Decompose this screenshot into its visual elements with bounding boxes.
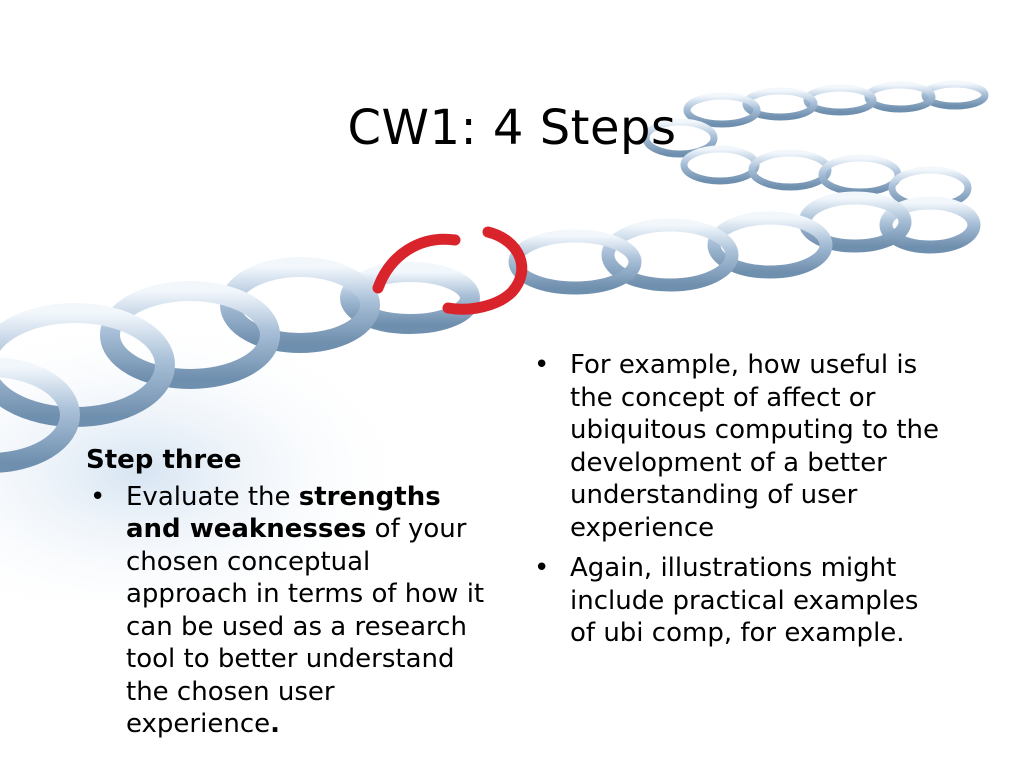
list-item: • For example, how useful is the concept… (530, 349, 950, 544)
bullet-text: Again, illustrations might include pract… (570, 553, 919, 648)
right-text-box: • For example, how useful is the concept… (530, 349, 950, 658)
bullet-text-bold: strengths and weaknesses (126, 481, 441, 545)
slide-title: CW1: 4 Steps (347, 100, 677, 156)
bullet-glyph: • (90, 481, 106, 512)
left-bullet-list: • Evaluate the strengths and weaknesses … (86, 481, 496, 741)
bullet-text-before: Evaluate the (126, 481, 299, 512)
bullet-text: For example, how useful is the concept o… (570, 350, 940, 543)
bullet-glyph: • (534, 350, 550, 380)
step-heading: Step three (86, 445, 242, 475)
bullet-glyph: • (534, 553, 550, 583)
list-item: • Again, illustrations might include pra… (530, 552, 950, 650)
left-text-box: Step three • Evaluate the strengths and … (86, 444, 496, 749)
bullet-end-period: . (270, 709, 280, 739)
broken-red-link (372, 226, 528, 315)
list-item: • Evaluate the strengths and weaknesses … (86, 481, 496, 741)
right-bullet-list: • For example, how useful is the concept… (530, 349, 950, 650)
bullet-text-after: of your chosen conceptual approach in te… (126, 514, 485, 739)
